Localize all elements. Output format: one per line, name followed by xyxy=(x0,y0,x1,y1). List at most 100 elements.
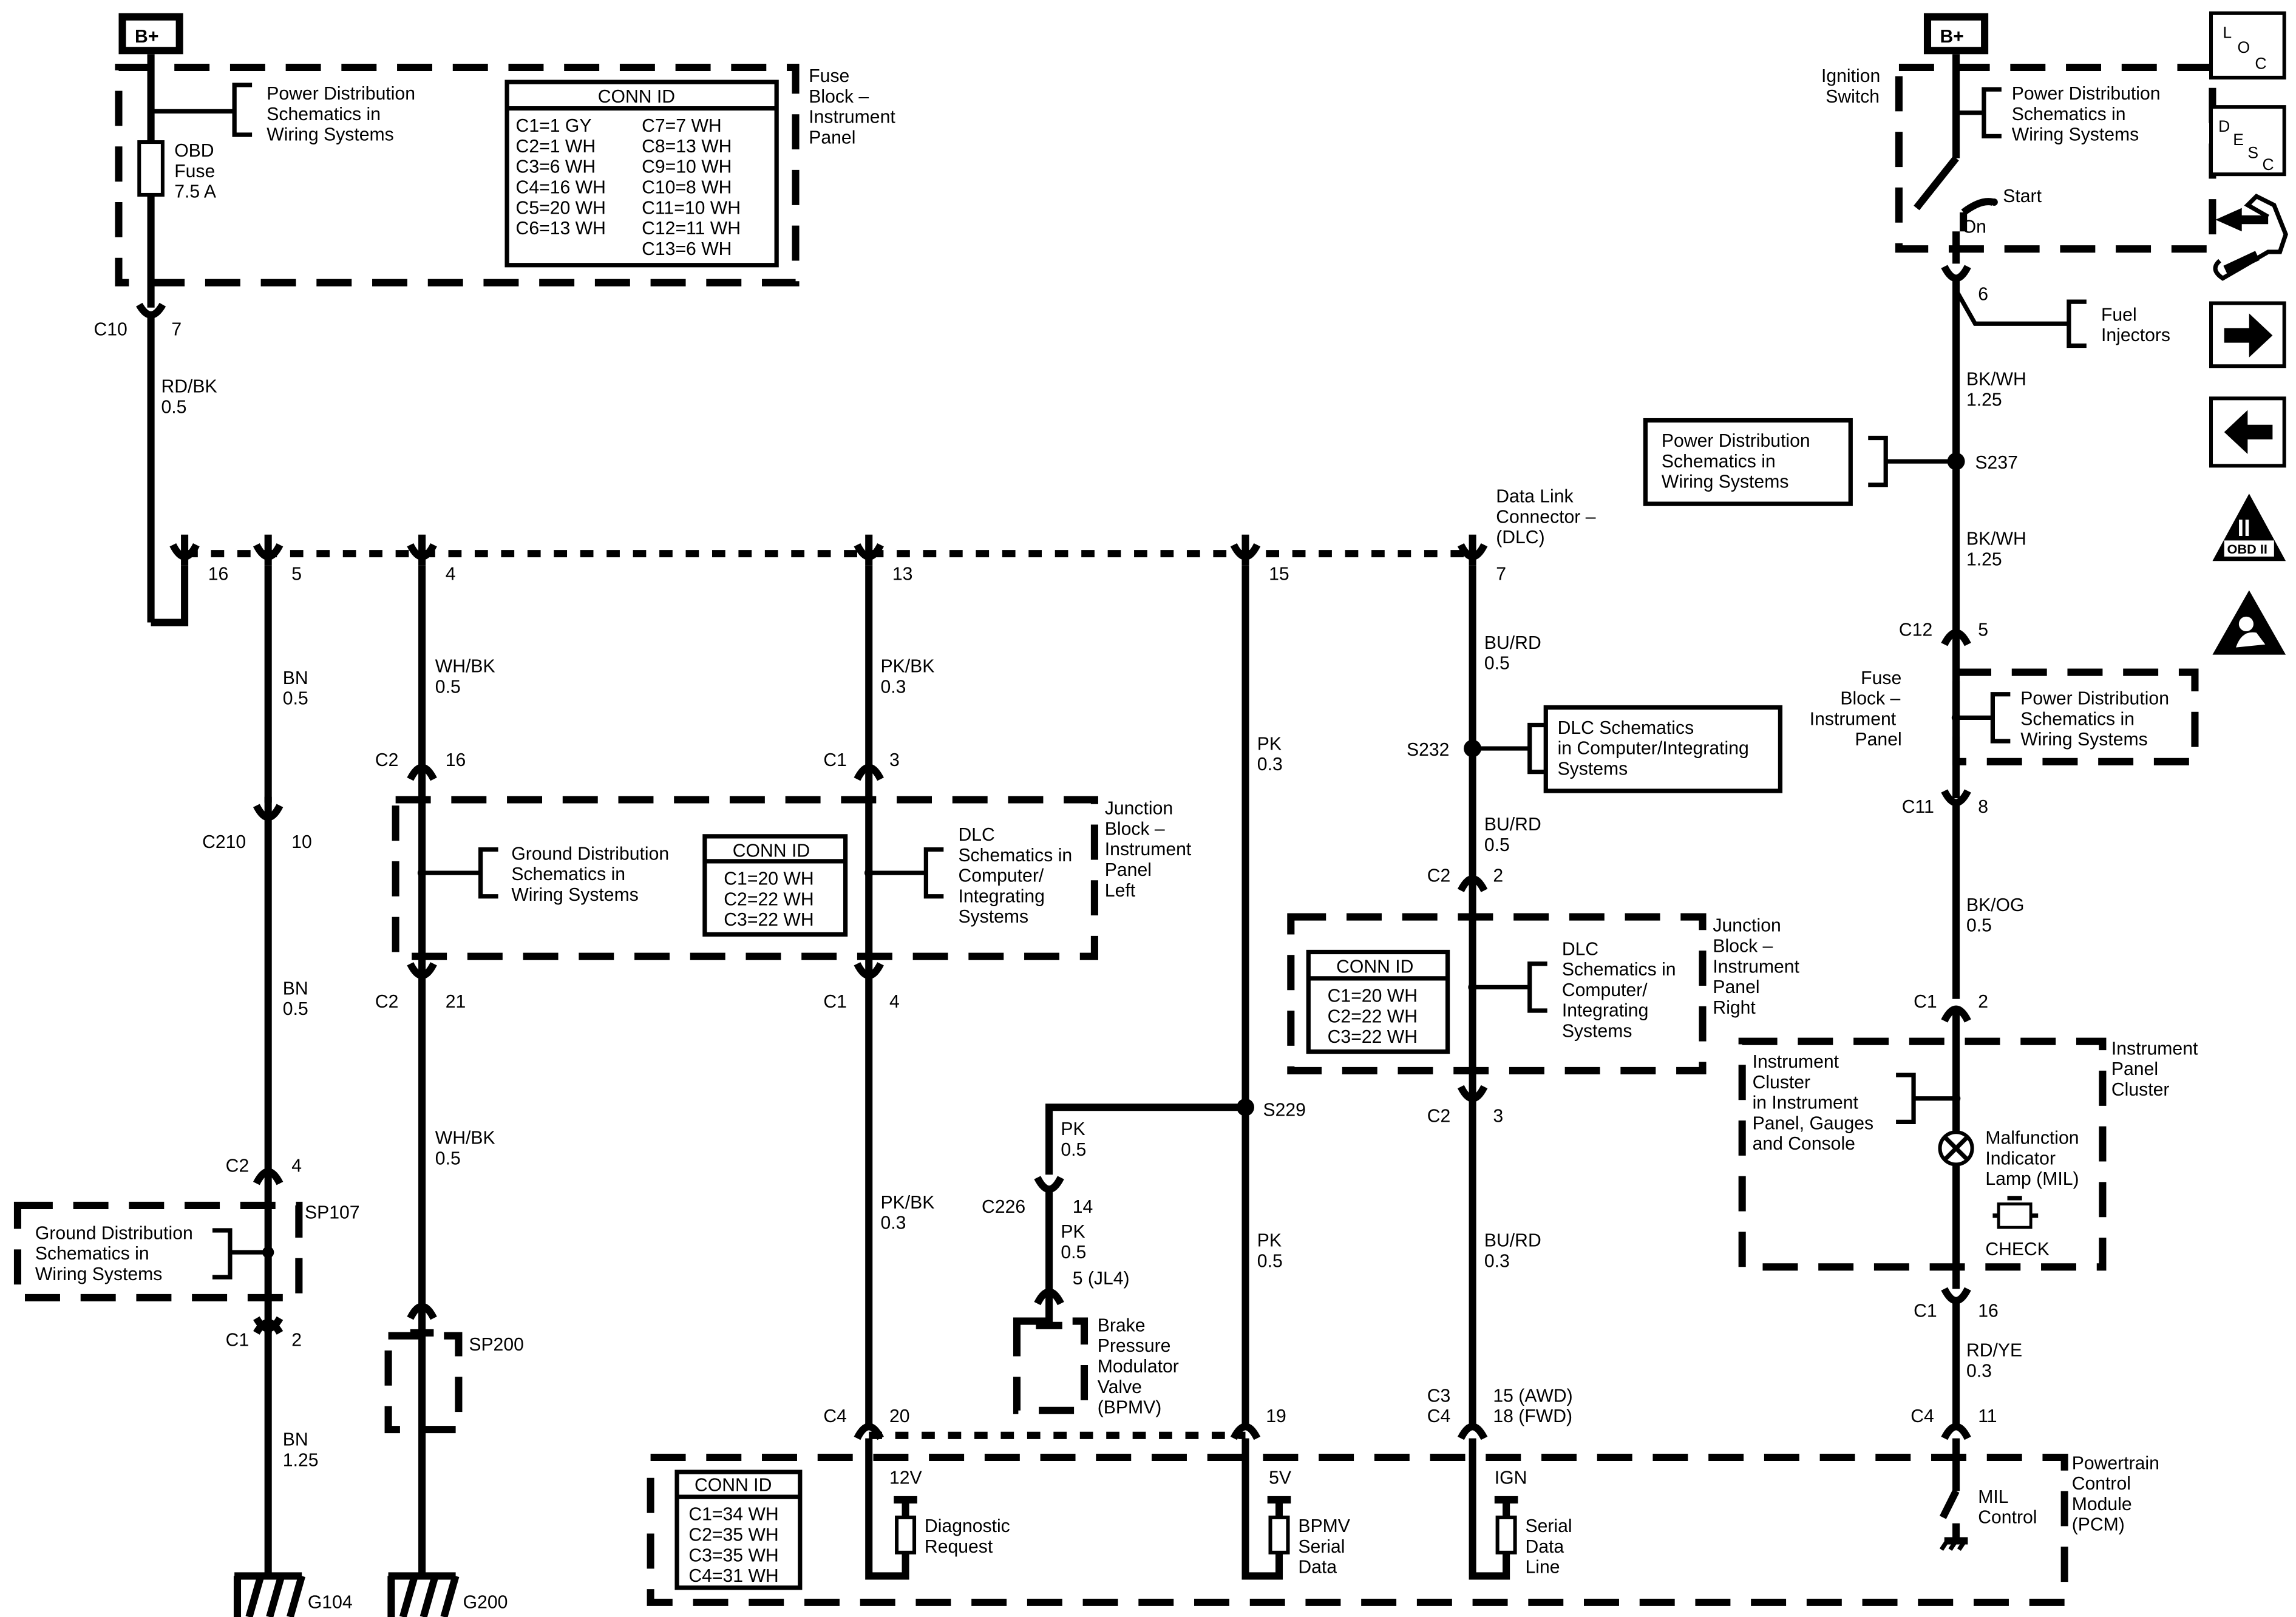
svg-text:(PCM): (PCM) xyxy=(2072,1515,2125,1535)
svg-text:Ground Distribution: Ground Distribution xyxy=(511,844,669,864)
svg-text:Panel: Panel xyxy=(2111,1059,2158,1079)
svg-text:0.5: 0.5 xyxy=(1484,654,1510,674)
svg-text:Powertrain: Powertrain xyxy=(2072,1453,2159,1473)
next-arrow-button[interactable] xyxy=(2209,301,2286,368)
svg-text:7: 7 xyxy=(171,320,182,340)
svg-text:Systems: Systems xyxy=(1562,1021,1632,1041)
svg-text:0.5: 0.5 xyxy=(1484,835,1510,855)
svg-text:O: O xyxy=(2237,38,2250,56)
svg-text:CONN ID: CONN ID xyxy=(733,841,810,861)
wh-bk-ground-circuit: WH/BK 0.5 C2 16 C2 21 WH/BK 0.5 SP200 G2… xyxy=(375,565,524,1617)
svg-text:BU/RD: BU/RD xyxy=(1484,633,1541,653)
svg-text:15: 15 xyxy=(1269,564,1289,585)
svg-text:0.5: 0.5 xyxy=(161,397,186,417)
svg-text:0.5: 0.5 xyxy=(1966,916,1992,936)
svg-text:C10=8 WH: C10=8 WH xyxy=(642,178,732,198)
svg-text:Integrating: Integrating xyxy=(1562,1001,1649,1021)
svg-text:Wiring Systems: Wiring Systems xyxy=(2012,125,2139,145)
svg-text:C1: C1 xyxy=(823,992,847,1012)
junction-block-ip-left: Junction Block – Instrument Panel Left G… xyxy=(392,796,1192,960)
diagnostic-tools-icon[interactable] xyxy=(2213,193,2288,281)
svg-text:Ignition: Ignition xyxy=(1821,66,1880,86)
svg-text:Panel: Panel xyxy=(1713,977,1759,997)
svg-text:Module: Module xyxy=(2072,1494,2132,1514)
svg-text:1.25: 1.25 xyxy=(283,1450,319,1470)
svg-text:2: 2 xyxy=(1493,866,1503,886)
svg-text:Right: Right xyxy=(1713,998,1756,1018)
svg-text:BK/OG: BK/OG xyxy=(1966,895,2025,915)
svg-text:16: 16 xyxy=(446,750,466,770)
svg-text:Wiring Systems: Wiring Systems xyxy=(511,885,638,905)
airbag-warning-icon xyxy=(2212,590,2286,655)
svg-text:BU/RD: BU/RD xyxy=(1484,815,1541,835)
svg-text:Panel, Gauges: Panel, Gauges xyxy=(1753,1113,1874,1133)
instrument-panel-cluster: Instrument Panel Cluster Instrument Clus… xyxy=(1738,1011,2198,1289)
svg-text:PK: PK xyxy=(1061,1119,1085,1139)
svg-text:Instrument: Instrument xyxy=(1105,839,1192,859)
svg-text:PK: PK xyxy=(1257,734,1282,754)
svg-text:BK/WH: BK/WH xyxy=(1966,370,2026,390)
svg-text:Panel: Panel xyxy=(809,127,855,147)
mil-lamp-icon xyxy=(1938,1130,1974,1167)
svg-text:1.25: 1.25 xyxy=(1966,390,2002,410)
svg-text:C8=13 WH: C8=13 WH xyxy=(642,137,732,157)
svg-text:18 (FWD): 18 (FWD) xyxy=(1493,1406,1572,1426)
svg-text:Schematics in: Schematics in xyxy=(1662,452,1776,472)
power-source-right: B+ xyxy=(1923,13,1989,55)
svg-text:SP200: SP200 xyxy=(469,1335,524,1355)
svg-text:C2: C2 xyxy=(1427,866,1451,886)
svg-text:2: 2 xyxy=(291,1331,302,1351)
svg-text:OBD: OBD xyxy=(174,141,214,161)
svg-text:Systems: Systems xyxy=(958,907,1028,927)
svg-text:Schematics in: Schematics in xyxy=(958,846,1072,866)
svg-text:C4: C4 xyxy=(1911,1406,1934,1426)
svg-text:BN: BN xyxy=(283,1430,308,1450)
svg-text:C10: C10 xyxy=(93,320,127,340)
svg-text:C2=22 WH: C2=22 WH xyxy=(724,889,813,909)
svg-text:C2: C2 xyxy=(375,750,399,770)
svg-text:C226: C226 xyxy=(982,1197,1025,1217)
svg-text:Systems: Systems xyxy=(1558,759,1628,779)
svg-text:16: 16 xyxy=(208,564,229,585)
bpmv-label: Brake Pressure Modulator Valve (BPMV) xyxy=(1098,1315,1179,1417)
svg-text:Connector –: Connector – xyxy=(1496,507,1596,527)
conn-id-table-top: CONN ID C1=1 GY C2=1 WH C3=6 WH C4=16 WH… xyxy=(504,80,779,268)
svg-text:Start: Start xyxy=(2003,186,2042,206)
svg-text:Data Link: Data Link xyxy=(1496,487,1574,507)
svg-text:C11: C11 xyxy=(1902,797,1934,817)
svg-text:0.3: 0.3 xyxy=(1484,1251,1510,1271)
check-engine-icon xyxy=(1992,1196,2039,1229)
svg-text:Instrument: Instrument xyxy=(2111,1039,2198,1059)
junction-block-ip-right: Junction Block – Instrument Panel Right … xyxy=(1287,913,1800,1074)
svg-text:C: C xyxy=(2255,54,2266,72)
svg-text:Block –: Block – xyxy=(1840,689,1900,709)
svg-text:PK/BK: PK/BK xyxy=(881,1193,935,1213)
svg-text:Panel: Panel xyxy=(1855,730,1902,750)
svg-text:C1: C1 xyxy=(226,1331,250,1351)
svg-text:Malfunction: Malfunction xyxy=(1985,1128,2079,1148)
description-button[interactable]: D E S C xyxy=(2209,105,2286,177)
sidebar-nav: L O C D E S C II OBD II xyxy=(2209,11,2288,655)
svg-text:C7=7 WH: C7=7 WH xyxy=(642,116,722,136)
svg-text:C3=35 WH: C3=35 WH xyxy=(688,1545,778,1565)
svg-text:11: 11 xyxy=(1978,1406,1997,1426)
svg-text:Schematics in: Schematics in xyxy=(1562,960,1676,980)
svg-text:0.3: 0.3 xyxy=(1257,754,1283,775)
svg-text:10: 10 xyxy=(291,832,312,852)
svg-text:0.5: 0.5 xyxy=(283,999,308,1019)
svg-text:RD/BK: RD/BK xyxy=(161,377,217,397)
svg-text:0.5: 0.5 xyxy=(1257,1251,1283,1271)
svg-text:Left: Left xyxy=(1105,881,1136,901)
previous-arrow-button[interactable] xyxy=(2209,396,2286,468)
bk-og-ipc-circuit: C11 8 BK/OG 0.5 C1 2 xyxy=(1902,789,2025,1023)
location-button[interactable]: L O C xyxy=(2209,11,2286,80)
svg-text:C13=6 WH: C13=6 WH xyxy=(642,239,732,259)
svg-text:C2=22 WH: C2=22 WH xyxy=(1328,1006,1418,1026)
svg-text:BN: BN xyxy=(283,978,308,998)
svg-text:C210: C210 xyxy=(202,832,246,852)
svg-text:BN: BN xyxy=(283,668,308,688)
svg-text:Computer/: Computer/ xyxy=(958,866,1044,886)
svg-text:5: 5 xyxy=(291,564,302,585)
svg-text:C4=16 WH: C4=16 WH xyxy=(516,178,606,198)
svg-text:Data: Data xyxy=(1525,1537,1564,1557)
